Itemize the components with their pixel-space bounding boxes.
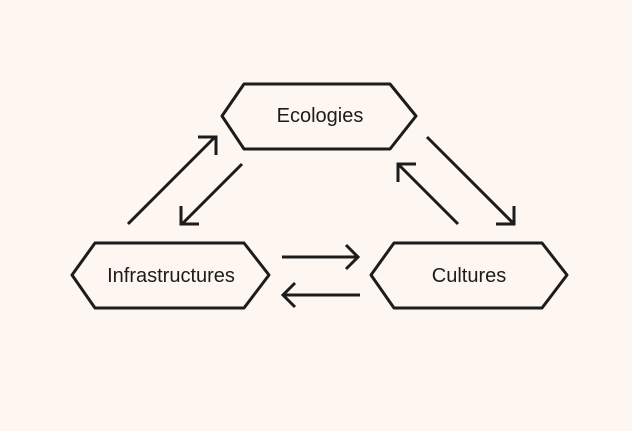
arrow-infrastructures-to-cultures — [282, 243, 361, 271]
node-infrastructures-label: Infrastructures — [107, 265, 235, 287]
node-ecologies: Ecologies — [220, 82, 418, 151]
arrow-infrastructures-to-ecologies — [126, 135, 218, 226]
node-ecologies-label: Ecologies — [277, 105, 364, 127]
arrow-cultures-to-ecologies — [396, 162, 460, 226]
node-infrastructures-shape — [70, 241, 271, 310]
node-cultures: Cultures — [369, 241, 569, 310]
node-ecologies-shape — [220, 82, 418, 151]
node-infrastructures: Infrastructures — [70, 241, 271, 310]
node-cultures-label: Cultures — [432, 265, 506, 287]
arrow-cultures-to-infrastructures — [280, 281, 360, 309]
arrow-ecologies-to-infrastructures — [179, 162, 244, 226]
arrow-ecologies-to-cultures — [425, 135, 516, 226]
node-cultures-shape — [369, 241, 569, 310]
